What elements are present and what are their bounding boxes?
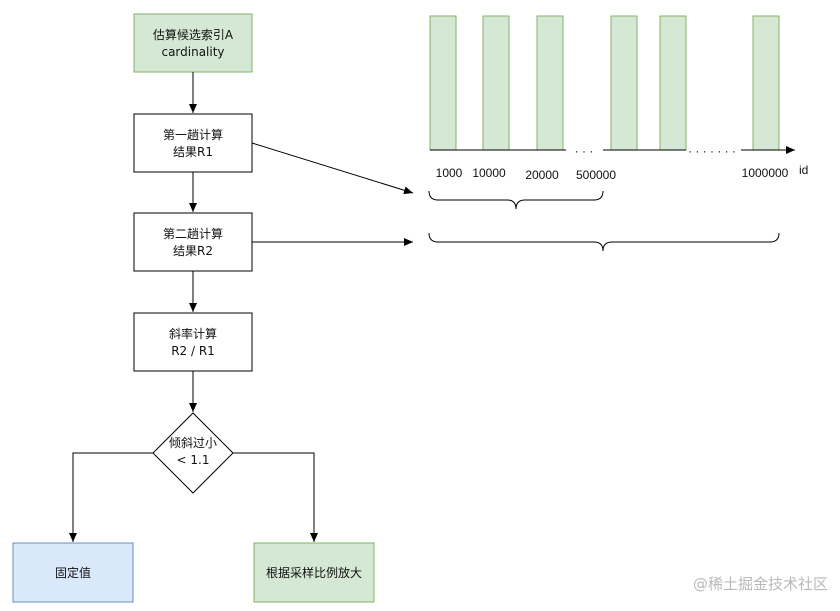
node-estimate-line2: cardinality bbox=[161, 45, 224, 59]
tick-label-500000: 500000 bbox=[576, 168, 616, 182]
axis-gap-dots-2: · · · · · · · bbox=[688, 144, 736, 158]
watermark-text: @稀土掘金技术社区 bbox=[693, 575, 828, 593]
sampling-bar-2 bbox=[482, 15, 510, 151]
range-brace-first-pass bbox=[428, 190, 604, 210]
node-slope-line1: 斜率计算 bbox=[169, 326, 217, 341]
tick-label-10000: 10000 bbox=[472, 166, 506, 180]
node-slope-line2: R2 / R1 bbox=[171, 344, 215, 358]
range-brace-second-pass bbox=[428, 232, 780, 252]
sampling-bar-1 bbox=[429, 15, 457, 151]
node-scale-up-label: 根据采样比例放大 bbox=[266, 565, 362, 580]
tick-label-1000000: 1000000 bbox=[742, 166, 789, 180]
node-first-pass-line1: 第一趟计算 bbox=[163, 127, 223, 142]
tick-label-20000: 20000 bbox=[525, 168, 559, 182]
id-axis-label: id bbox=[799, 163, 808, 177]
sampling-bar-3 bbox=[536, 15, 564, 151]
arrow-decision-to-scale bbox=[233, 452, 318, 542]
axis-gap-dots-1: · · · bbox=[575, 144, 594, 158]
node-estimate-line1: 估算候选索引A bbox=[153, 27, 234, 42]
node-decision: 倾斜过小 < 1.1 bbox=[152, 412, 234, 494]
arrow-first-to-range1 bbox=[251, 142, 414, 195]
node-second-pass: 第二趟计算 结果R2 bbox=[133, 212, 253, 272]
node-first-pass-line2: 结果R1 bbox=[173, 145, 213, 159]
sampling-bar-6 bbox=[752, 15, 780, 151]
node-first-pass: 第一趟计算 结果R1 bbox=[133, 113, 253, 173]
arrow-decision-to-fixed bbox=[69, 452, 153, 542]
node-fixed-value-label: 固定值 bbox=[55, 565, 91, 580]
node-second-pass-line1: 第二趟计算 bbox=[163, 226, 223, 241]
node-decision-line2: < 1.1 bbox=[177, 453, 210, 467]
node-estimate-cardinality: 估算候选索引A cardinality bbox=[133, 13, 253, 73]
node-fixed-value: 固定值 bbox=[12, 542, 134, 603]
node-second-pass-line2: 结果R2 bbox=[173, 244, 213, 258]
node-decision-line1: 倾斜过小 bbox=[169, 436, 217, 450]
node-slope-calc: 斜率计算 R2 / R1 bbox=[133, 312, 253, 372]
sampling-bar-4 bbox=[610, 15, 638, 151]
tick-label-1000: 1000 bbox=[436, 166, 463, 180]
node-scale-up: 根据采样比例放大 bbox=[253, 542, 375, 603]
sampling-bar-5 bbox=[659, 15, 687, 151]
